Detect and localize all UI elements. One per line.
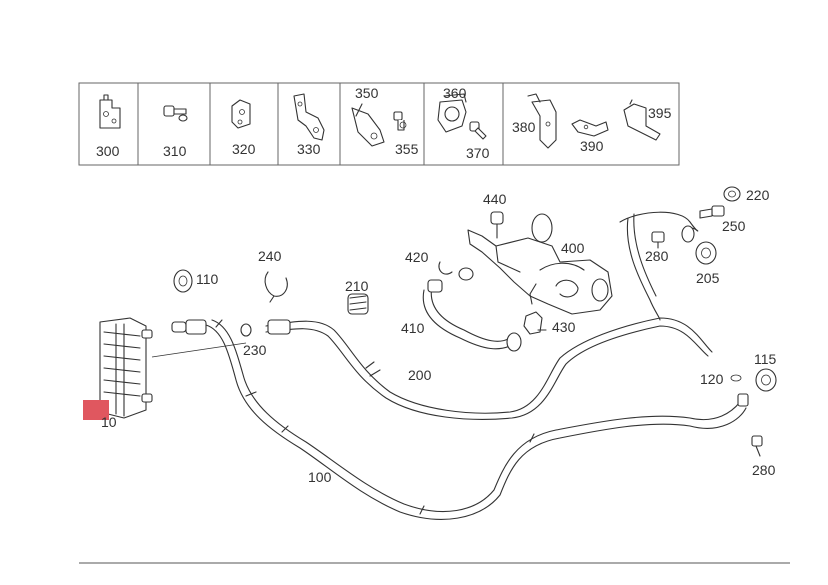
legend-label: 310 (163, 143, 187, 159)
bolt-370-icon (469, 121, 487, 140)
bracket-350-icon (351, 103, 385, 147)
part-label: 430 (552, 319, 576, 335)
part-label: 110 (196, 271, 219, 287)
hose-200-icon (265, 211, 713, 420)
legend-frame (78, 82, 680, 166)
highlight-marker (83, 400, 109, 420)
bolt-280-icon (651, 231, 665, 249)
clip-240-icon (264, 271, 288, 303)
spring-210-icon (347, 293, 369, 315)
bracket-330-icon (293, 93, 325, 141)
part-label: 420 (405, 249, 429, 265)
part-label: 220 (746, 187, 770, 203)
clip-390-icon (571, 119, 609, 137)
legend-label: 380 (512, 119, 536, 135)
bracket-320-icon (231, 99, 251, 129)
washer-220-icon (723, 186, 741, 202)
part-label: 280 (752, 462, 776, 478)
thermostat-400-icon (467, 213, 613, 315)
legend-label: 300 (96, 143, 120, 159)
part-label: 440 (483, 191, 507, 207)
hose-100-icon (205, 319, 747, 520)
part-label: 240 (258, 248, 282, 264)
part-label: 400 (561, 240, 585, 256)
legend-label: 320 (232, 141, 256, 157)
clip-230-icon (240, 323, 252, 337)
bolt-280-lower-icon (737, 393, 763, 457)
legend-label: 330 (297, 141, 321, 157)
part-label: 410 (401, 320, 425, 336)
clip-380-icon (527, 93, 557, 149)
grommet-205-icon (695, 241, 717, 265)
legend-label: 350 (355, 85, 379, 101)
hose-410-icon (422, 279, 522, 352)
part-label: 10 (101, 414, 117, 430)
part-label: 280 (645, 248, 669, 264)
part-label: 210 (345, 278, 369, 294)
legend-label: 390 (580, 138, 604, 154)
part-label: 120 (700, 371, 724, 387)
part-label: 200 (408, 367, 432, 383)
bolt-355-icon (393, 111, 407, 131)
bolt-310-icon (163, 105, 188, 122)
bolt-250-icon (681, 205, 725, 243)
valve-430-icon (523, 311, 547, 335)
legend-label: 360 (443, 85, 467, 101)
part-label: 230 (243, 342, 267, 358)
part-label: 250 (722, 218, 746, 234)
leader-line (151, 342, 247, 358)
bolt-440-icon (490, 211, 504, 239)
bracket-300-icon (99, 94, 121, 129)
legend-label: 370 (466, 145, 490, 161)
fitting-200-icon (267, 319, 291, 335)
seal-420-icon (438, 261, 474, 281)
legend-label: 395 (648, 105, 672, 121)
legend-label: 355 (395, 141, 419, 157)
legend-strip: 300 310 320 330 350 355 360 370 380 390 … (78, 82, 680, 166)
bushing-360-icon (437, 93, 467, 133)
fitting-icon (171, 319, 207, 335)
part-label: 205 (696, 270, 720, 286)
oring-120-icon (730, 374, 742, 382)
grommet-115-icon (755, 368, 777, 392)
part-label: 100 (308, 469, 332, 485)
part-label: 115 (754, 351, 777, 367)
clip-395-icon (623, 99, 661, 141)
grommet-110-icon (173, 269, 193, 293)
oil-cooler-10-icon (99, 317, 153, 419)
